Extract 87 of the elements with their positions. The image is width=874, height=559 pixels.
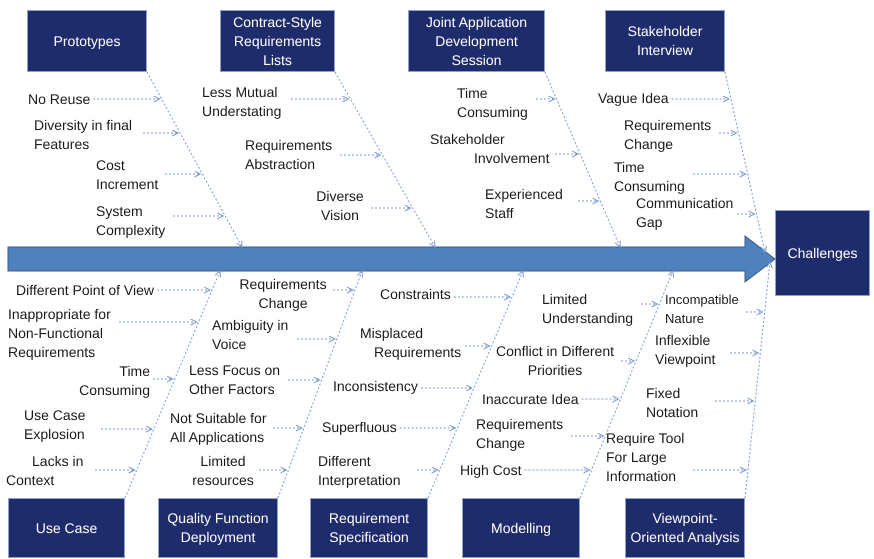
cause-arrow: [156, 286, 211, 294]
cause-text: Time Consuming: [50, 362, 150, 400]
cause-text: Communication Gap: [636, 194, 734, 232]
cause-arrow: [578, 198, 599, 204]
cause-arrow: [118, 318, 198, 326]
category-box: Requirement Specification: [310, 498, 428, 558]
category-box: Prototypes: [27, 10, 147, 72]
cause-text: Limited resources: [190, 452, 256, 490]
cause-arrow: [581, 396, 620, 402]
cause-text: Inflexible Viewpoint: [655, 331, 727, 369]
cause-arrow: [453, 294, 511, 300]
cause-arrow: [746, 308, 764, 316]
category-box: Stakeholder Interview: [605, 10, 725, 72]
cause-text: Experienced Staff: [485, 185, 575, 223]
cause-arrow: [340, 152, 381, 158]
cause-text: Requirements Change: [236, 275, 330, 313]
cause-arrow: [524, 466, 590, 474]
cause-arrow: [640, 300, 658, 308]
cause-arrow: [100, 426, 152, 432]
cause-text: Limited Understanding: [542, 290, 638, 328]
cause-text: Superfluous: [322, 418, 397, 437]
cause-arrow: [620, 358, 635, 364]
cause-text: Diversity in final Features: [34, 116, 140, 154]
cause-text: Requirements Abstraction: [245, 136, 337, 174]
category-box: Quality Function Deployment: [158, 498, 278, 558]
cause-text: Conflict in Different Priorities: [492, 342, 618, 380]
cause-text: Inaccurate Idea: [482, 390, 579, 409]
cause-arrow: [416, 466, 438, 474]
cause-arrow: [94, 466, 136, 474]
cause-text: Inappropriate for Non-Functional Requirements: [8, 305, 116, 362]
cause-arrow: [692, 170, 746, 178]
cause-arrow: [288, 376, 320, 384]
cause-text: Requirements Change: [476, 415, 568, 453]
cause-text: Cost Increment: [96, 156, 162, 194]
cause-text: Fixed Notation: [646, 384, 712, 422]
cause-text: Requirements Change: [624, 116, 716, 154]
cause-text: Require Tool For Large Information: [606, 429, 690, 486]
cause-arrow: [152, 376, 174, 382]
cause-text: Time Consuming: [457, 84, 533, 122]
cause-arrow: [671, 96, 730, 102]
cause-text: Misplaced Requirements: [360, 324, 462, 362]
cause-arrow: [536, 96, 556, 102]
category-box: Joint Application Development Session: [408, 10, 545, 72]
cause-arrow: [570, 432, 604, 440]
cause-text: Incompatible Nature: [665, 290, 743, 328]
cause-arrow: [554, 150, 579, 158]
cause-text: Inconsistency: [333, 377, 418, 396]
cause-text: No Reuse: [28, 90, 90, 109]
cause-text: High Cost: [460, 461, 522, 480]
cause-arrow: [92, 96, 160, 102]
cause-arrow: [714, 398, 754, 404]
cause-text: Less Mutual Understating: [202, 83, 288, 121]
cause-arrow: [296, 336, 336, 342]
cause-text: Different Interpretation: [318, 452, 414, 490]
cause-arrow: [730, 350, 759, 356]
cause-text: Lacks in Context: [6, 452, 92, 490]
cause-text: Constraints: [380, 285, 451, 304]
cause-text: Different Point of View: [16, 281, 154, 300]
effect-box: Challenges: [775, 210, 870, 296]
cause-text: Time Consuming: [614, 158, 690, 196]
bone-arrow: [744, 262, 773, 498]
cause-arrow: [399, 424, 456, 432]
cause-arrow: [164, 170, 201, 178]
cause-arrow: [692, 466, 746, 474]
cause-arrow: [172, 212, 224, 220]
cause-arrow: [736, 210, 756, 218]
cause-arrow: [258, 466, 287, 474]
cause-arrow: [272, 424, 302, 432]
category-box: Viewpoint-Oriented Analysis: [625, 498, 745, 558]
cause-text: Stakeholder Involvement: [430, 130, 552, 168]
cause-arrow: [142, 130, 179, 136]
cause-arrow: [332, 286, 354, 294]
cause-text: Not Suitable for All Applications: [170, 409, 270, 447]
category-box: Use Case: [8, 498, 125, 558]
category-box: Contract-Style Requirements Lists: [220, 10, 335, 72]
cause-arrow: [464, 342, 490, 350]
cause-text: Use Case Explosion: [24, 406, 98, 444]
cause-text: Ambiguity in Voice: [212, 316, 294, 354]
cause-text: Less Focus on Other Factors: [189, 361, 285, 399]
cause-arrow: [420, 384, 473, 392]
cause-text: Vague Idea: [598, 89, 669, 108]
cause-arrow: [718, 130, 738, 136]
category-box: Modelling: [462, 498, 580, 558]
cause-arrow: [370, 204, 412, 212]
cause-text: Diverse Vision: [312, 187, 368, 225]
cause-arrow: [290, 96, 349, 102]
cause-text: System Complexity: [96, 202, 170, 240]
